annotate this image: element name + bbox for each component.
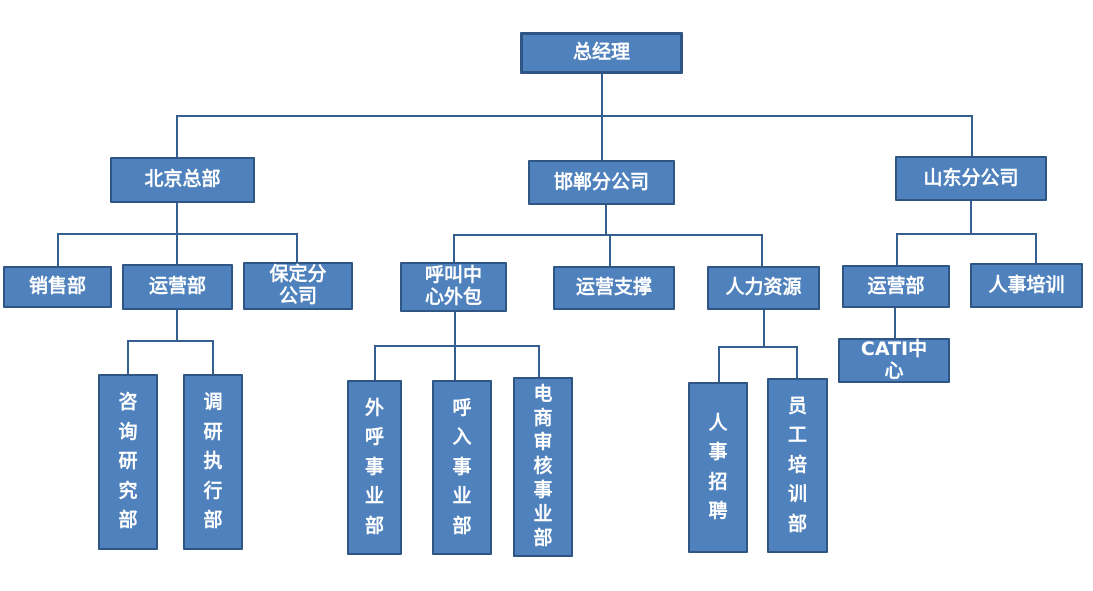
org-node-label: 山东分公司 — [923, 166, 1019, 189]
connector-segment — [538, 345, 540, 377]
connector-segment — [896, 233, 898, 265]
org-node-inbound-call-division[interactable]: 呼入事业部 — [432, 380, 492, 555]
org-node-shandong-branch[interactable]: 山东分公司 — [895, 156, 1047, 201]
org-node-operations-dept-shandong[interactable]: 运营部 — [842, 265, 950, 308]
connector-segment — [970, 200, 972, 233]
org-node-operations-support[interactable]: 运营支撑 — [553, 266, 675, 310]
org-node-human-resources[interactable]: 人力资源 — [707, 266, 820, 310]
org-node-ecommerce-review-division[interactable]: 电商审核事业部 — [513, 377, 573, 557]
org-node-label: 邯郸分公司 — [553, 170, 649, 193]
connector-segment — [374, 345, 540, 347]
org-node-label: 保定分公司 — [269, 263, 327, 307]
connector-segment — [296, 233, 298, 262]
connector-segment — [718, 346, 720, 382]
org-node-label: 运营支撑 — [575, 276, 652, 299]
connector-segment — [761, 234, 763, 266]
org-node-label: 人力资源 — [725, 276, 802, 299]
org-node-hr-recruitment[interactable]: 人事招聘 — [688, 382, 748, 553]
connector-segment — [176, 115, 973, 117]
connector-segment — [894, 308, 896, 338]
connector-segment — [971, 115, 973, 156]
connector-segment — [718, 346, 798, 348]
org-node-label: CATI中心 — [860, 337, 928, 382]
org-node-label: 调研执行部 — [203, 391, 223, 532]
connector-segment — [609, 234, 611, 266]
org-node-label: 人事培训 — [988, 273, 1065, 296]
org-node-employee-training-dept[interactable]: 员工培训部 — [767, 378, 828, 553]
connector-segment — [212, 340, 214, 374]
org-node-label: 销售部 — [28, 275, 86, 298]
connector-segment — [454, 345, 456, 380]
connector-segment — [454, 312, 456, 345]
connector-segment — [1035, 233, 1037, 263]
connector-segment — [605, 205, 607, 234]
connector-segment — [176, 308, 178, 340]
org-node-label: 运营部 — [867, 274, 925, 297]
connector-segment — [176, 115, 178, 157]
org-node-label: 呼入事业部 — [452, 396, 472, 537]
connector-segment — [896, 233, 1037, 235]
org-node-label: 呼叫中心外包 — [424, 264, 482, 308]
org-node-label: 员工培训部 — [787, 394, 807, 535]
org-node-baoding-branch[interactable]: 保定分公司 — [243, 262, 353, 310]
org-node-general-manager[interactable]: 总经理 — [520, 32, 683, 74]
connector-segment — [176, 203, 178, 233]
org-node-survey-execution-dept[interactable]: 调研执行部 — [183, 374, 243, 550]
connector-segment — [601, 74, 603, 115]
connector-segment — [374, 345, 376, 380]
org-node-label: 咨询研究部 — [118, 391, 138, 532]
connector-segment — [453, 234, 455, 262]
org-node-hr-training[interactable]: 人事培训 — [970, 263, 1083, 308]
connector-segment — [601, 115, 603, 160]
connector-segment — [453, 234, 763, 236]
org-node-cati-center[interactable]: CATI中心 — [838, 338, 950, 383]
connector-segment — [796, 346, 798, 378]
org-node-operations-dept-beijing[interactable]: 运营部 — [122, 264, 233, 310]
org-node-label: 外呼事业部 — [364, 396, 384, 537]
org-node-handan-branch[interactable]: 邯郸分公司 — [528, 160, 675, 205]
connector-segment — [763, 310, 765, 346]
org-node-label: 总经理 — [572, 41, 630, 64]
org-node-label: 电商审核事业部 — [533, 383, 553, 549]
org-node-label: 北京总部 — [144, 168, 221, 191]
connector-segment — [176, 233, 178, 264]
org-node-label: 运营部 — [148, 275, 206, 298]
connector-segment — [127, 340, 129, 374]
org-node-label: 人事招聘 — [708, 411, 728, 522]
connector-segment — [57, 233, 59, 266]
connector-segment — [127, 340, 214, 342]
org-node-beijing-hq[interactable]: 北京总部 — [110, 157, 255, 203]
org-node-consulting-research-dept[interactable]: 咨询研究部 — [98, 374, 158, 550]
org-node-call-center-outsourcing[interactable]: 呼叫中心外包 — [400, 262, 507, 312]
org-node-outbound-call-division[interactable]: 外呼事业部 — [347, 380, 402, 555]
org-node-sales-dept[interactable]: 销售部 — [3, 266, 112, 308]
